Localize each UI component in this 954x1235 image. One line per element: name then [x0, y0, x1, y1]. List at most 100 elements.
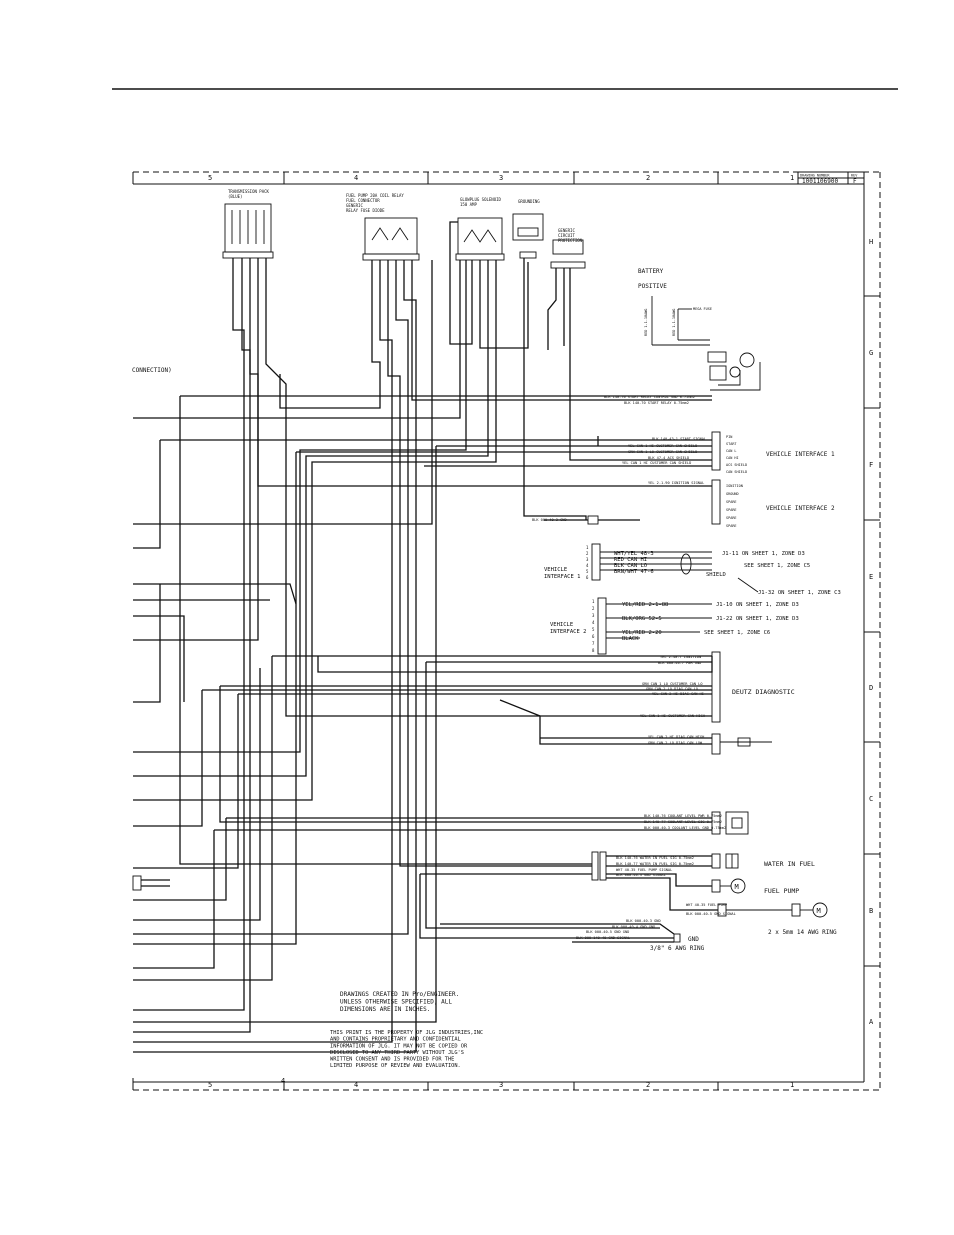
gnd-ring [673, 933, 681, 943]
vi2-table-connector [597, 597, 712, 655]
grounding-label: GROUNDING [518, 199, 540, 204]
svg-text:CAN SHIELD: CAN SHIELD [726, 470, 747, 474]
zone-labels: 5 4 3 2 1 5 4 4 3 2 1 H G F E D C B A [208, 174, 874, 1089]
fuel-pump-label: FUEL PUMP [764, 887, 799, 895]
svg-text:IGNITION: IGNITION [726, 484, 743, 488]
connector-vehicle-interface-2 [711, 479, 721, 525]
svg-text:SEE SHEET 1, ZONE C5: SEE SHEET 1, ZONE C5 [744, 563, 810, 569]
svg-text:M: M [735, 883, 739, 891]
svg-text:BLK 000-40-3 COOLANT LEVEL GND: BLK 000-40-3 COOLANT LEVEL GND 0.75mm2 [644, 826, 726, 830]
connector-vehicle-interface-1 [711, 431, 721, 471]
svg-text:GROUND: GROUND [726, 492, 739, 496]
svg-text:2: 2 [592, 606, 595, 611]
svg-text:YEL 2-40-7 IGNITION: YEL 2-40-7 IGNITION [660, 655, 701, 659]
svg-text:1: 1 [592, 599, 595, 604]
zone-right-d: D [869, 684, 873, 692]
svg-text:PIN: PIN [726, 435, 732, 439]
vi2-wires: YEL/RED 2-1-88 BLK/ORG 52-5 YEL/RED 2-20… [622, 602, 799, 642]
water-in-fuel-label: WATER IN FUEL [764, 860, 815, 868]
vehicle-interface-1-label: VEHICLE INTERFACE 1 [766, 451, 835, 458]
transmission-pack-label: TRANSMISSION PACK(BLUE) [228, 189, 270, 199]
battery-label: BATTERY [638, 268, 664, 275]
svg-text:8: 8 [592, 648, 595, 653]
vi1-table-connector [591, 543, 759, 593]
vi1-wires: WHT/YEL 48-3 RED CAN HI BLK CAN LO BRN/W… [614, 551, 841, 596]
zone-bottom-1: 1 [790, 1081, 794, 1089]
revision: F [853, 178, 857, 185]
svg-text:3: 3 [592, 613, 595, 618]
drawing-number: 1001106900 [802, 178, 839, 185]
svg-text:GRN CAN 2 LO DIAG CAN LOW: GRN CAN 2 LO DIAG CAN LOW [648, 741, 703, 745]
coolant-sensor [711, 811, 749, 835]
fuel-pump-component: M [711, 878, 746, 894]
connector-transmission-pack [222, 203, 274, 259]
battery-connection [651, 296, 761, 391]
svg-text:J1-11 ON SHEET 1, ZONE D3: J1-11 ON SHEET 1, ZONE D3 [722, 551, 805, 557]
svg-text:BLK 140-77 WATER IN FUEL SIG 0: BLK 140-77 WATER IN FUEL SIG 0.75mm2 [616, 862, 694, 866]
svg-text:WHT 40-35 FUEL PUMP: WHT 40-35 FUEL PUMP [686, 903, 727, 907]
vi1-pin-labels: PIN START CAN L CAN HI ACS SHIELD CAN SH… [726, 435, 747, 474]
svg-text:SPARE: SPARE [726, 508, 737, 512]
svg-text:BLK 000-40-3 GND SIGNAL: BLK 000-40-3 GND SIGNAL [616, 873, 666, 877]
gnd-label: GND [688, 936, 699, 943]
svg-text:BLK 000-40-5 GND GND: BLK 000-40-5 GND GND [586, 930, 629, 934]
zone-bottom-4: 4 [354, 1081, 358, 1089]
vi2-pins: 1 2 3 4 5 6 7 8 [592, 599, 595, 653]
mega-fuse-label: MEGA FUSE [693, 307, 712, 311]
property-note: THIS PRINT IS THE PROPERTY OF JLG INDUST… [330, 1030, 483, 1069]
svg-text:WHT/YEL 48-3: WHT/YEL 48-3 [614, 551, 654, 557]
svg-text:YEL CAN 2 HI DIAG CAN HIGH: YEL CAN 2 HI DIAG CAN HIGH [648, 735, 704, 739]
svg-text:2: 2 [586, 551, 589, 556]
zone-bottom-2: 2 [646, 1081, 650, 1089]
gnd-ring-label: 3/8" 6 AWG RING [650, 945, 705, 952]
vi2-pin-labels: IGNITION GROUND SPARE SPARE SPARE SPARE [726, 484, 743, 528]
svg-text:YEL CAN 1 HI CUSTOMER CAN SHIE: YEL CAN 1 HI CUSTOMER CAN SHIELD [622, 461, 691, 465]
zone-top-4: 4 [354, 174, 358, 182]
svg-text:6: 6 [586, 575, 589, 580]
svg-text:BLK 140-76 WATER IN FUEL SIG 0: BLK 140-76 WATER IN FUEL SIG 0.75mm2 [616, 856, 694, 860]
zone-right-g: G [869, 349, 873, 357]
drawing-frame [132, 171, 881, 1091]
svg-text:SPARE: SPARE [726, 516, 737, 520]
deutz-diagnostic-label: DEUTZ DIAGNOSTIC [732, 688, 795, 696]
svg-text:M: M [817, 907, 821, 915]
svg-text:BLK 140-76 COOLANT LEVEL PWR 0: BLK 140-76 COOLANT LEVEL PWR 0.75mm2 [644, 814, 722, 818]
svg-text:5: 5 [592, 627, 595, 632]
svg-text:3: 3 [586, 557, 589, 562]
svg-text:J1-10 ON SHEET 1, ZONE D3: J1-10 ON SHEET 1, ZONE D3 [716, 602, 799, 608]
svg-text:BLK 000-40-3 GND: BLK 000-40-3 GND [626, 919, 661, 923]
svg-text:BLK 000-40-4 GND GND: BLK 000-40-4 GND GND [612, 925, 655, 929]
vehicle-interface-2-label: VEHICLE INTERFACE 2 [766, 505, 835, 512]
zone-top-5: 5 [208, 174, 212, 182]
svg-text:4: 4 [586, 563, 589, 568]
svg-text:SHIELD: SHIELD [706, 572, 726, 578]
svg-text:YEL 2-1-90 IGNITION SIGNAL: YEL 2-1-90 IGNITION SIGNAL [648, 481, 704, 485]
zone-bottom-3: 3 [499, 1081, 503, 1089]
connector-deutz-diagnostic [711, 651, 721, 723]
zone-top-1: 1 [790, 174, 794, 182]
svg-text:SEE SHEET 1, ZONE C6: SEE SHEET 1, ZONE C6 [704, 630, 770, 636]
connector-grounding [512, 213, 544, 259]
svg-text:ACS SHIELD: ACS SHIELD [726, 463, 747, 467]
svg-text:GRN CAN 1 LO CUSTOMER CAN LO: GRN CAN 1 LO CUSTOMER CAN LO [642, 682, 703, 686]
fuel-pump-ring-terminals: M [717, 902, 828, 918]
svg-text:SPARE: SPARE [726, 500, 737, 504]
zone-bottom-5: 5 [208, 1081, 212, 1089]
svg-text:BLACK: BLACK [622, 636, 639, 642]
zone-top-3: 3 [499, 174, 503, 182]
harness-wires [132, 221, 718, 1053]
svg-text:GRN CAN 2 LO DIAG CAN LO: GRN CAN 2 LO DIAG CAN LO [646, 687, 698, 691]
svg-text:BLK 140-70 START RELAY CONTROL: BLK 140-70 START RELAY CONTROL GND 0.75m… [604, 395, 695, 399]
water-in-fuel-sensor [711, 853, 739, 869]
zone-right-e: E [869, 573, 873, 581]
battery-wire-2-label: RED 1-1-18AWG [672, 309, 676, 336]
zone-right-f: F [869, 461, 873, 469]
zone-top-2: 2 [646, 174, 650, 182]
svg-text:J1-32 ON SHEET 1, ZONE C3: J1-32 ON SHEET 1, ZONE C3 [758, 590, 841, 596]
svg-text:5: 5 [586, 569, 589, 574]
connector-fuel-pump-relay [362, 217, 420, 261]
